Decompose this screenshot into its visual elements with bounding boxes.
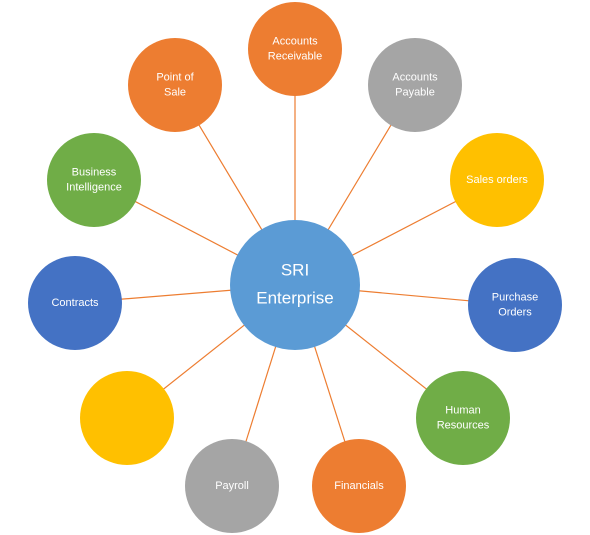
contracts-node: Contracts <box>28 256 122 350</box>
business-intelligence-circle <box>47 133 141 227</box>
sales-orders-label: Sales orders <box>466 174 528 186</box>
accounts-receivable-label: Accounts <box>272 35 318 47</box>
hub-label: Enterprise <box>256 288 333 307</box>
contracts-circle <box>28 256 122 350</box>
human-resources-label: Resources <box>437 419 490 431</box>
blank-node-node <box>80 371 174 465</box>
accounts-payable-label: Accounts <box>392 71 438 83</box>
business-intelligence-label: Intelligence <box>66 181 122 193</box>
point-of-sale-node: Point of Sale <box>128 38 222 132</box>
hub-circle <box>230 220 360 350</box>
point-of-sale-circle <box>128 38 222 132</box>
financials-node: Financials <box>312 439 406 533</box>
blank-node-circle <box>80 371 174 465</box>
financials-circle <box>312 439 406 533</box>
hub-label: SRI <box>281 260 309 279</box>
purchase-orders-label: Purchase <box>492 291 538 303</box>
human-resources-circle <box>416 371 510 465</box>
purchase-orders-label: Orders <box>498 306 532 318</box>
payroll-circle <box>185 439 279 533</box>
purchase-orders-circle <box>468 258 562 352</box>
point-of-sale-label: Sale <box>164 86 186 98</box>
accounts-receivable-circle <box>248 2 342 96</box>
payroll-node: Payroll <box>185 439 279 533</box>
accounts-payable-circle <box>368 38 462 132</box>
business-intelligence-label: Business <box>72 166 117 178</box>
contracts-label: Contracts <box>51 297 99 309</box>
sales-orders-node: Sales orders <box>450 133 544 227</box>
point-of-sale-label: Point of <box>156 71 194 83</box>
hub-node: SRI Enterprise <box>230 220 360 350</box>
payroll-label: Payroll <box>215 480 249 492</box>
accounts-payable-label: Payable <box>395 86 435 98</box>
human-resources-label: Human <box>445 404 480 416</box>
accounts-receivable-label: Receivable <box>268 50 322 62</box>
financials-label: Financials <box>334 480 384 492</box>
sales-orders-circle <box>450 133 544 227</box>
